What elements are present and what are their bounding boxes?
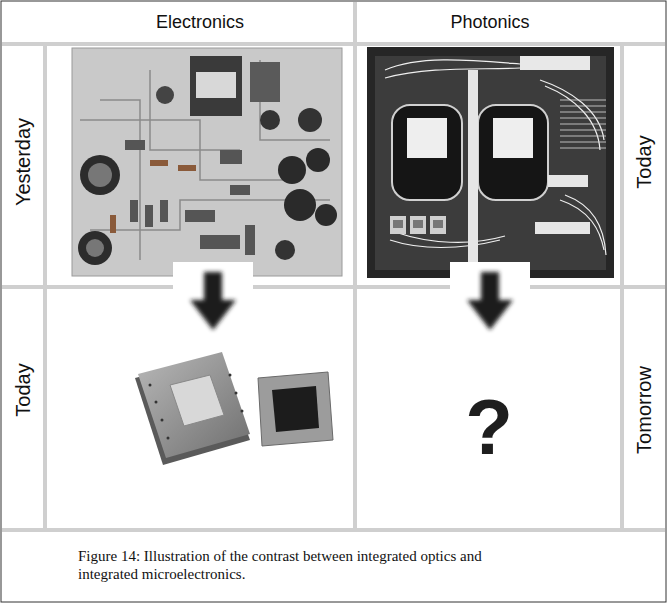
column-header: Photonics xyxy=(450,13,529,33)
down-arrow xyxy=(450,262,530,338)
processor-chip xyxy=(135,352,250,465)
column-header: Electronics xyxy=(156,13,244,33)
grid-lines xyxy=(2,2,665,530)
processor-chip xyxy=(258,372,333,446)
down-arrow xyxy=(173,262,253,338)
circuit-board-photo xyxy=(72,48,342,276)
row-label: Today xyxy=(12,363,34,416)
row-label: Today xyxy=(633,135,655,188)
question-mark: ? xyxy=(465,385,513,471)
figure-caption: Figure 14: Illustration of the contrast … xyxy=(78,547,498,583)
row-label: Tomorrow xyxy=(633,366,655,454)
row-label: Yesterday xyxy=(12,118,34,206)
photonic-module-photo xyxy=(367,47,614,278)
